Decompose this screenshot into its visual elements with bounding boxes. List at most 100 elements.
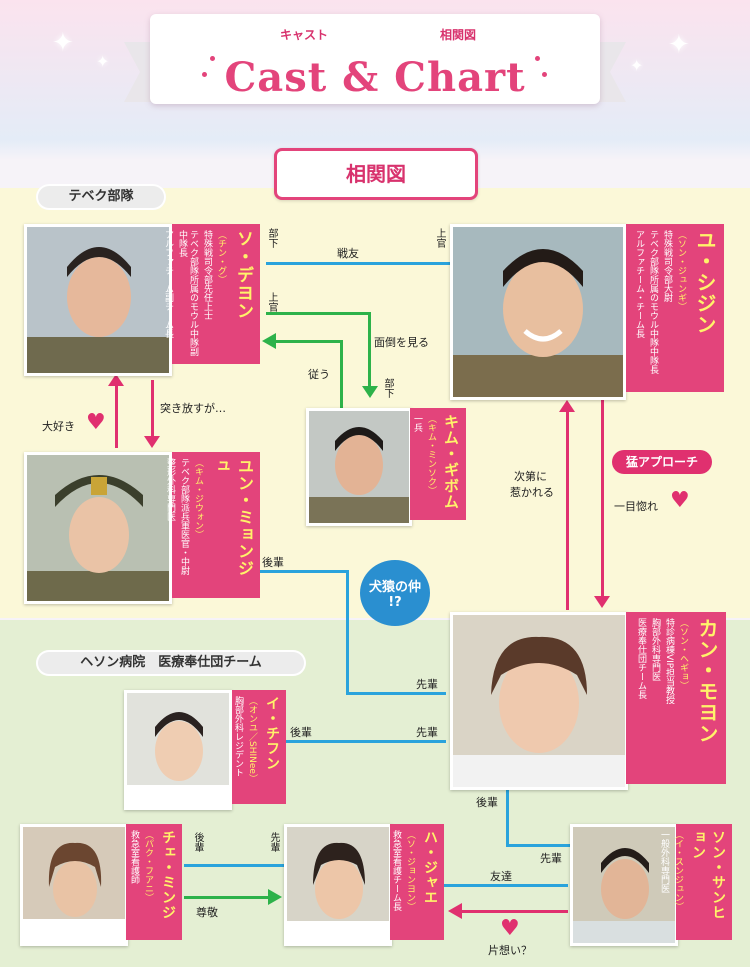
chart-label: 相関図	[274, 148, 478, 200]
name-choi: チェ・ミンジ	[160, 830, 176, 920]
arrow-right-icon	[268, 889, 282, 905]
label-kouhai-lee: 後輩	[290, 726, 312, 739]
desc-ha-0: 救急室看護チーム長	[391, 830, 401, 911]
line-shidai	[566, 410, 569, 610]
card-so-deyon: ソ・デヨン （チン・グ） 特殊戦司令部先任上士 テベク部隊所属のモウル中隊副中隊…	[163, 224, 260, 364]
name-ha: ハ・ジャエ	[422, 830, 438, 905]
line-senpai-kang	[346, 692, 446, 695]
card-choi-minji: チェ・ミンジ （パク・フアニ） 救急室看護師	[126, 824, 182, 940]
name-kang: カン・モヨン	[695, 618, 719, 744]
dot-icon	[210, 56, 215, 61]
card-lee-chifun: イ・チフン （オンユ／SHINee） 胸部外科レジデント	[232, 690, 286, 804]
desc-yu-2: アルファチーム・チーム長	[634, 230, 644, 338]
page-title: Cast & Chart	[224, 54, 526, 101]
dot-icon	[542, 72, 547, 77]
line-mendou	[266, 312, 370, 315]
label-senpai-ha: 先輩	[268, 832, 279, 852]
reading-kim: （キム・ミンソク）	[426, 414, 436, 495]
group-label-hospital: ヘソン病院 医療奉仕団チーム	[36, 650, 306, 676]
label-daisuki: 大好き	[42, 420, 75, 433]
label-kouhai-yun: 後輩	[262, 556, 284, 569]
desc-yu-0: 特殊戦司令部大尉	[662, 230, 672, 302]
sparkle-icon: ✦	[96, 52, 110, 71]
label-tomodachi: 友達	[490, 870, 512, 883]
name-yun: ユン・ミョンジュ	[211, 458, 254, 577]
photo-ha-jae	[284, 824, 392, 946]
arrow-down-icon	[362, 386, 378, 398]
label-mendou: 面倒を見る	[374, 336, 429, 349]
name-so: ソ・デヨン	[233, 230, 253, 320]
label-kouhai-choi: 後輩	[192, 832, 203, 852]
name-lee: イ・チフン	[264, 696, 280, 771]
photo-kang-moyon	[450, 612, 628, 790]
desc-so-1: テベク部隊所属のモウル中隊副中隊長	[177, 230, 198, 356]
heart-icon: ♥	[86, 410, 106, 435]
label-senyu: 戦友	[337, 247, 359, 260]
header-ribbon: キャスト 相関図 Cast & Chart	[150, 14, 600, 104]
card-yun-myonju: ユン・ミョンジュ （キム・ジウォン） テベク部隊派兵軍医官・中尉 整形外科専門医	[165, 452, 260, 598]
sparkle-icon: ✦	[52, 28, 74, 58]
sparkle-icon: ✦	[668, 30, 690, 60]
line-shitagau	[276, 340, 342, 343]
label-kouhai-song: 後輩	[476, 796, 498, 809]
card-kang-moyon: カン・モヨン （ソン・ヘギョ） 特診病棟VIP担当教授 胸部外科専門医 医療奉仕…	[626, 612, 726, 784]
line-kouhai-yun	[260, 570, 348, 573]
desc-lee-0: 胸部外科レジデント	[233, 696, 243, 777]
line-sonkei	[184, 896, 270, 899]
label-joukan2: 上官	[266, 292, 277, 312]
bubble-kenen: 犬猿の仲 !?	[360, 560, 430, 626]
arrow-down-icon	[594, 596, 610, 608]
photo-choi-minji	[20, 824, 128, 946]
card-kim-gibom: キム・ギボム （キム・ミンソク） 一兵	[410, 408, 466, 520]
desc-yun-0: テベク部隊派兵軍医官・中尉	[179, 458, 189, 575]
arrow-up-icon	[559, 400, 575, 412]
reading-yu: （ソン・ジュンギ）	[676, 230, 686, 311]
label-kenen-2: !?	[388, 595, 402, 610]
photo-kim-gibom	[306, 408, 412, 526]
arrow-down-icon	[144, 436, 160, 448]
line-shitagau-up	[340, 340, 343, 410]
photo-yun-myonju	[24, 452, 172, 604]
photo-lee-chifun	[124, 690, 232, 810]
name-yu: ユ・シジン	[693, 230, 717, 335]
arrow-left-icon	[262, 333, 276, 349]
card-yu-shijin: ユ・シジン （ソン・ジュンギ） 特殊戦司令部大尉 テベク部隊所属のモウル中隊中隊…	[626, 224, 724, 392]
dot-icon	[535, 56, 540, 61]
arrow-left-icon	[448, 903, 462, 919]
line-kouhai-song	[506, 784, 509, 846]
label-tsukihanasu: 突き放すが…	[160, 402, 226, 415]
desc-yu-1: テベク部隊所属のモウル中隊中隊長	[648, 230, 658, 374]
desc-kang-2: 医療奉仕団チーム長	[636, 618, 646, 699]
desc-kang-0: 特診病棟VIP担当教授	[664, 618, 674, 705]
line-daisuki	[115, 384, 118, 448]
line-lee-kang	[286, 740, 446, 743]
badge-mou: 猛アプローチ	[612, 450, 712, 474]
sparkle-icon: ✦	[630, 56, 644, 75]
reading-yun: （キム・ジウォン）	[193, 458, 203, 539]
dot-icon	[202, 72, 207, 77]
group-label-army: テベク部隊	[36, 184, 166, 210]
label-senpai-lee: 先輩	[416, 726, 438, 739]
label-shidai-2: 惹かれる	[510, 486, 554, 499]
label-sonkei: 尊敬	[196, 906, 218, 919]
label-senpai-song: 先輩	[540, 852, 562, 865]
name-kim: キム・ギボム	[442, 414, 460, 510]
label-shitagau: 従う	[308, 368, 330, 381]
heart-icon: ♥	[670, 488, 690, 513]
photo-so-deyon	[24, 224, 172, 376]
reading-ha: （ソ・ジョンヨン）	[405, 830, 415, 911]
line-senyu	[266, 262, 450, 265]
header-ruby-left: キャスト	[280, 28, 329, 42]
label-joukan: 上官	[434, 228, 445, 248]
line-kataomoi	[462, 910, 568, 913]
line-choi-ha	[184, 864, 284, 867]
name-song: ソン・サンヒョン	[690, 830, 726, 920]
reading-kang: （ソン・ヘギョ）	[678, 618, 688, 690]
desc-kim-0: 一兵	[412, 414, 422, 432]
reading-choi: （パク・フアニ）	[143, 830, 153, 902]
photo-yu-shijin	[450, 224, 626, 400]
line-tomodachi	[444, 884, 568, 887]
arrow-up-icon	[108, 374, 124, 386]
label-hitomebore: 一目惚れ	[614, 500, 658, 513]
label-senpai-kang: 先輩	[416, 678, 438, 691]
